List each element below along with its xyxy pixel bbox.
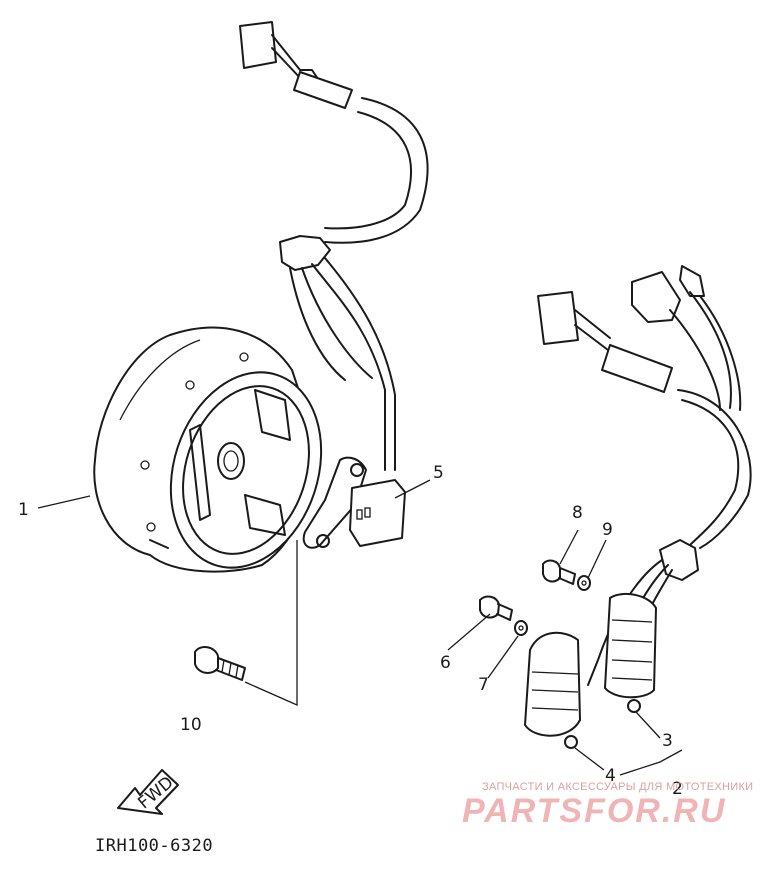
callout-5: 5 (433, 463, 444, 483)
callout-9: 9 (602, 520, 613, 540)
callout-7: 7 (478, 675, 489, 695)
watermark-brand: PARTSFOR.RU (462, 792, 727, 830)
callout-3: 3 (662, 731, 673, 751)
screw-8 (542, 559, 576, 585)
flywheel-rotor (93, 326, 323, 573)
washer-9 (577, 575, 591, 591)
callout-1: 1 (18, 500, 29, 520)
callout-10: 10 (180, 715, 202, 735)
screw-10 (194, 646, 246, 681)
callout-6: 6 (440, 653, 451, 673)
stator-assembly (239, 21, 429, 549)
screw-6 (479, 595, 513, 621)
washer-7 (514, 620, 528, 636)
callout-2: 2 (672, 779, 683, 799)
fwd-arrow: FWD (117, 769, 179, 815)
leader-lines (37, 479, 683, 776)
callout-8: 8 (572, 503, 583, 523)
callout-4: 4 (605, 766, 616, 786)
watermark-tagline: ЗАПЧАСТИ И АКСЕССУАРЫ ДЛЯ МОТОТЕХНИКИ (482, 781, 754, 793)
charge-coil-assembly (524, 265, 752, 749)
diagram-code: IRH100-6320 (95, 836, 214, 856)
